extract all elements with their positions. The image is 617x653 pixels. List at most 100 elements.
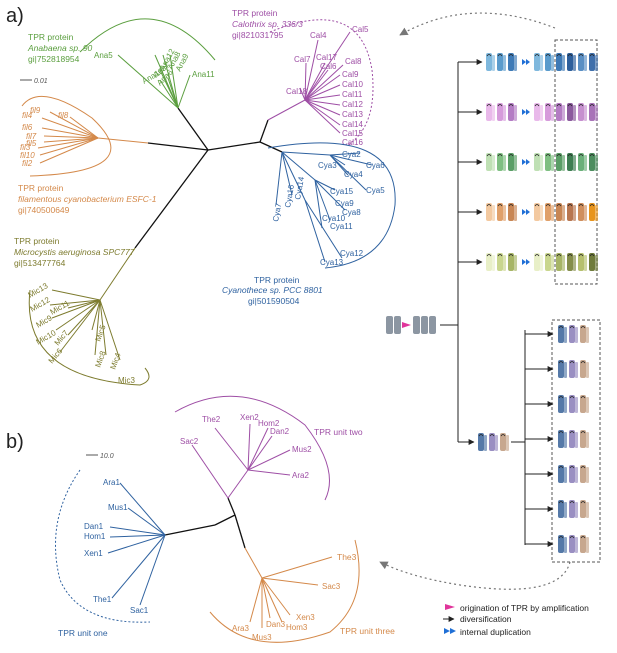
microcystis-gi: gi|513477764	[14, 258, 66, 268]
leaf-label: Cal4	[310, 31, 327, 40]
tpr-repeat-icon	[556, 203, 565, 221]
leaf-label: Cal9	[342, 70, 359, 79]
leaf-label: Cal18	[286, 87, 307, 96]
leaf-label: Cya3	[318, 161, 337, 170]
tpr-repeat-icon	[569, 500, 578, 518]
leaf-label: Mus3	[252, 633, 272, 642]
clade-unit-one: Ara1 Mus1 Dan1 Hom1 Xen1 The1 Sac1 TPR u…	[55, 469, 166, 638]
tpr-repeat-icon	[486, 103, 495, 121]
diversified-tpr-row	[486, 103, 598, 121]
diversified-tpr-row	[486, 153, 598, 171]
calothrix-species: Calothrix sp. 336/3	[232, 19, 303, 29]
leaf-label: Cya5	[366, 186, 385, 195]
calothrix-gi: gi|821031795	[232, 30, 284, 40]
leaf-label: Hom1	[84, 532, 106, 541]
diversified-tpr-row	[558, 465, 589, 483]
leaf-label: fil6	[22, 123, 33, 132]
tpr-repeat-icon	[486, 53, 495, 71]
tpr-repeat-icon	[500, 433, 509, 451]
leaf-label: Cya11	[330, 222, 353, 231]
tpr-repeat-icon	[545, 153, 554, 171]
tpr-repeat-icon	[556, 253, 565, 271]
leaf-label: Dan3	[266, 620, 286, 629]
clade-unit-three: The3 Sac3 Xen3 Hom3 Dan3 Ara3 Mus3 TPR u…	[209, 539, 395, 643]
tpr-repeat-icon	[589, 203, 598, 221]
diversified-tpr-row	[558, 360, 589, 378]
diversified-tpr-row	[558, 535, 589, 553]
anabaena-species: Anabaena sp. 90	[27, 43, 93, 53]
diversified-tpr-row	[558, 325, 589, 343]
unit-three-title: TPR unit three	[340, 626, 395, 636]
duplication-arrow-icon	[522, 209, 530, 215]
leaf-label: Cal7	[294, 55, 311, 64]
tpr-repeat-icon	[545, 53, 554, 71]
leaf-label: fil10	[20, 151, 35, 160]
leaf-label: Cal14	[342, 120, 363, 129]
tpr-repeat-icon	[558, 535, 567, 553]
tpr-repeat-icon	[589, 53, 598, 71]
tpr-repeat-icon	[497, 103, 506, 121]
tpr-repeat-icon	[486, 153, 495, 171]
leaf-label: Cal12	[342, 100, 363, 109]
tpr-repeat-icon	[497, 253, 506, 271]
leaf-label: Cal8	[345, 57, 362, 66]
leaf-label: Hom2	[258, 419, 280, 428]
leaf-label: Cya12	[340, 249, 364, 258]
tpr-repeat-icon	[508, 203, 517, 221]
duplication-arrow-icon	[444, 628, 456, 634]
amplification-arrow-icon	[402, 322, 411, 328]
lower-curved-arrow	[379, 561, 571, 590]
unit-two-title: TPR unit two	[314, 427, 363, 437]
duplication-arrow-icon	[522, 59, 530, 65]
clade-cyanothece: Cya2 Cya3 Cya6 Cya4 Cya5 Cya15 Cya9 Cya8…	[222, 142, 396, 306]
tpr-repeat-icon	[508, 103, 517, 121]
tpr-repeat-icon	[569, 535, 578, 553]
leaf-label: Cal5	[352, 25, 369, 34]
tpr-repeat-icon	[567, 203, 576, 221]
tpr-repeat-icon	[534, 53, 543, 71]
tpr-repeat-icon	[567, 53, 576, 71]
legend-duplication: internal duplication	[460, 627, 531, 637]
leaf-label: Cya16	[283, 183, 296, 208]
panel-a-label: a)	[6, 5, 24, 27]
scale-bar-b: 10.0	[86, 453, 114, 460]
leaf-label: The3	[337, 552, 357, 562]
tpr-repeat-icon	[580, 430, 589, 448]
leaf-label: The1	[93, 595, 112, 604]
leaf-label: Cya13	[320, 258, 344, 267]
tpr-repeat-icon	[556, 153, 565, 171]
tpr-repeat-icon	[569, 395, 578, 413]
cyanothece-gi: gi|501590504	[248, 296, 300, 306]
diversified-tpr-row	[486, 53, 598, 71]
legend-diversification: diversification	[460, 614, 512, 624]
tpr-repeat-icon	[508, 153, 517, 171]
tpr-repeat-icon	[580, 325, 589, 343]
filamentous-gi: gi|740500649	[18, 205, 70, 215]
tpr-repeat-icon	[589, 253, 598, 271]
tpr-evolution-diagram	[379, 12, 601, 590]
tpr-repeat-icon	[580, 360, 589, 378]
leaf-label: Ana11	[192, 70, 215, 79]
leaf-label: Cya4	[344, 170, 363, 179]
tpr-repeat-icon	[569, 360, 578, 378]
anabaena-title: TPR protein	[28, 32, 74, 42]
leaf-label: fil3	[20, 143, 31, 152]
leaf-label: Mic4	[108, 351, 122, 370]
leaf-label: Mic3	[118, 376, 135, 385]
leaf-label: Xen3	[296, 613, 315, 622]
tree-a-backbone	[134, 107, 283, 249]
legend: origination of TPR by amplification dive…	[443, 603, 589, 637]
leaf-label: Cya8	[342, 208, 361, 217]
unit-one-title: TPR unit one	[58, 628, 108, 638]
tpr-repeat-icon	[508, 253, 517, 271]
leaf-label: Sac2	[180, 437, 199, 446]
calothrix-title: TPR protein	[232, 8, 278, 18]
tpr-repeat-icon	[534, 103, 543, 121]
clade-unit-two: The2 Xen2 Hom2 Dan2 Sac2 Mus2 Ara2 TPR u…	[174, 395, 363, 501]
tpr-repeat-icon	[486, 253, 495, 271]
diversified-tpr-row	[558, 430, 589, 448]
leaf-label: fil4	[22, 111, 33, 120]
leaf-label: Sac3	[322, 582, 341, 591]
anabaena-gi: gi|752818954	[28, 54, 80, 64]
microcystis-title: TPR protein	[14, 236, 60, 246]
